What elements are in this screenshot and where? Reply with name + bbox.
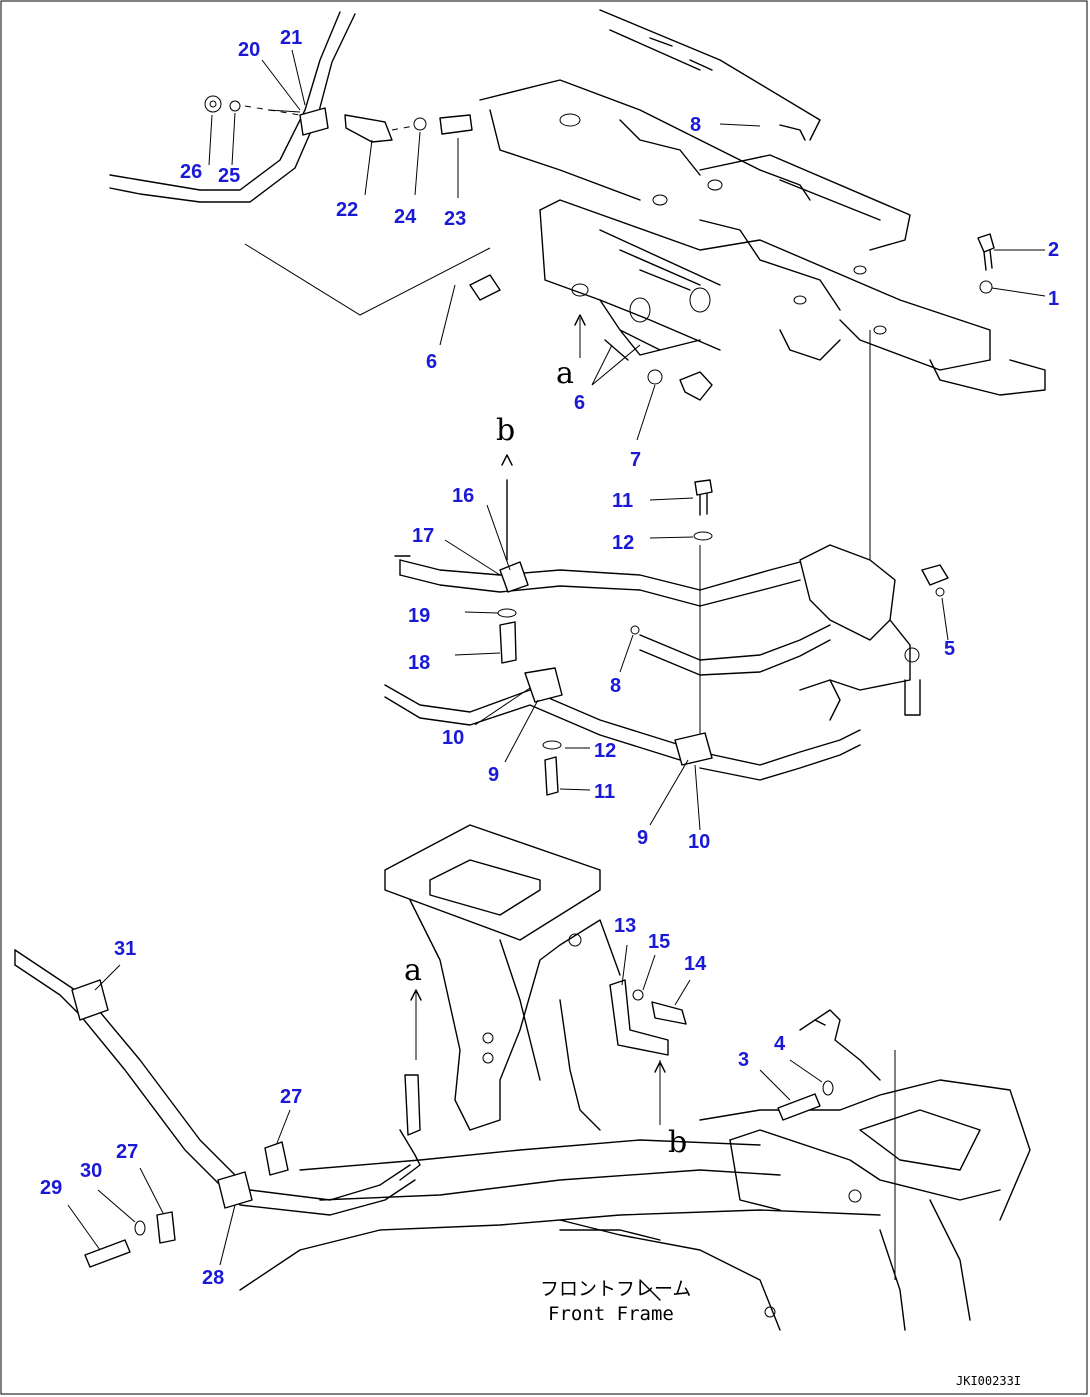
callout-14: 14 — [684, 953, 707, 975]
callout-8b: 8 — [610, 675, 621, 697]
valve-assembly — [469, 9, 1046, 401]
bolt-1-2 — [977, 233, 995, 294]
callout-9b: 9 — [637, 827, 648, 849]
lower-hose — [14, 949, 416, 1268]
callout-6b: 6 — [574, 392, 585, 414]
front-frame-label-en: Front Frame — [548, 1303, 674, 1325]
view-marker-b-top: b — [496, 413, 515, 448]
callout-1: 1 — [1048, 288, 1059, 310]
callout-23: 23 — [444, 208, 466, 230]
callout-10a: 10 — [442, 727, 464, 749]
callout-18: 18 — [408, 652, 430, 674]
callout-2: 2 — [1048, 239, 1059, 261]
view-marker-b-bottom: b — [668, 1125, 687, 1160]
callout-27b: 27 — [116, 1141, 138, 1163]
callout-17: 17 — [412, 525, 434, 547]
callout-25: 25 — [218, 165, 240, 187]
callout-12a: 12 — [612, 532, 634, 554]
callout-12b: 12 — [594, 740, 616, 762]
leader-lines-top — [208, 49, 1046, 441]
callout-10b: 10 — [688, 831, 710, 853]
callout-3: 3 — [738, 1049, 749, 1071]
callout-8a: 8 — [690, 114, 701, 136]
callout-26: 26 — [180, 161, 202, 183]
callout-29: 29 — [40, 1177, 62, 1199]
callout-7: 7 — [630, 449, 641, 471]
callout-11b: 11 — [594, 781, 615, 803]
callout-labels: 1 2 3 4 5 6 6 7 8 8 9 9 10 10 11 11 12 1… — [40, 27, 1059, 1289]
callout-5: 5 — [944, 638, 955, 660]
view-marker-a-top: a — [556, 356, 574, 391]
view-markers: a b a b — [404, 356, 687, 1160]
leader-lines-lower — [67, 944, 823, 1266]
callout-24: 24 — [394, 206, 417, 228]
callout-27a: 27 — [280, 1086, 302, 1108]
callout-16: 16 — [452, 485, 474, 507]
callout-22: 22 — [336, 199, 358, 221]
bolt-3-4 — [777, 1080, 834, 1121]
leader-lines-middle — [444, 497, 949, 831]
drawing-code: JKI00233I — [956, 1374, 1021, 1388]
callout-21: 21 — [280, 27, 302, 49]
upper-hose — [109, 11, 473, 203]
callout-15: 15 — [648, 931, 670, 953]
callout-31: 31 — [114, 938, 136, 960]
callout-19: 19 — [408, 605, 430, 627]
callout-4: 4 — [774, 1033, 786, 1055]
callout-30: 30 — [80, 1160, 102, 1182]
callout-28: 28 — [202, 1267, 224, 1289]
view-marker-a-bottom: a — [404, 953, 422, 988]
front-frame-caption: フロントフレーム Front Frame JKI00233I — [540, 1278, 1021, 1388]
callout-11a: 11 — [612, 490, 633, 512]
callout-20: 20 — [238, 39, 260, 61]
callout-6a: 6 — [426, 351, 437, 373]
front-frame-label-jp: フロントフレーム — [540, 1278, 691, 1300]
callout-13: 13 — [614, 915, 636, 937]
middle-hoses — [384, 330, 949, 796]
bracket-13 — [609, 979, 687, 1056]
callout-9a: 9 — [488, 764, 499, 786]
front-frame — [239, 824, 1031, 1331]
